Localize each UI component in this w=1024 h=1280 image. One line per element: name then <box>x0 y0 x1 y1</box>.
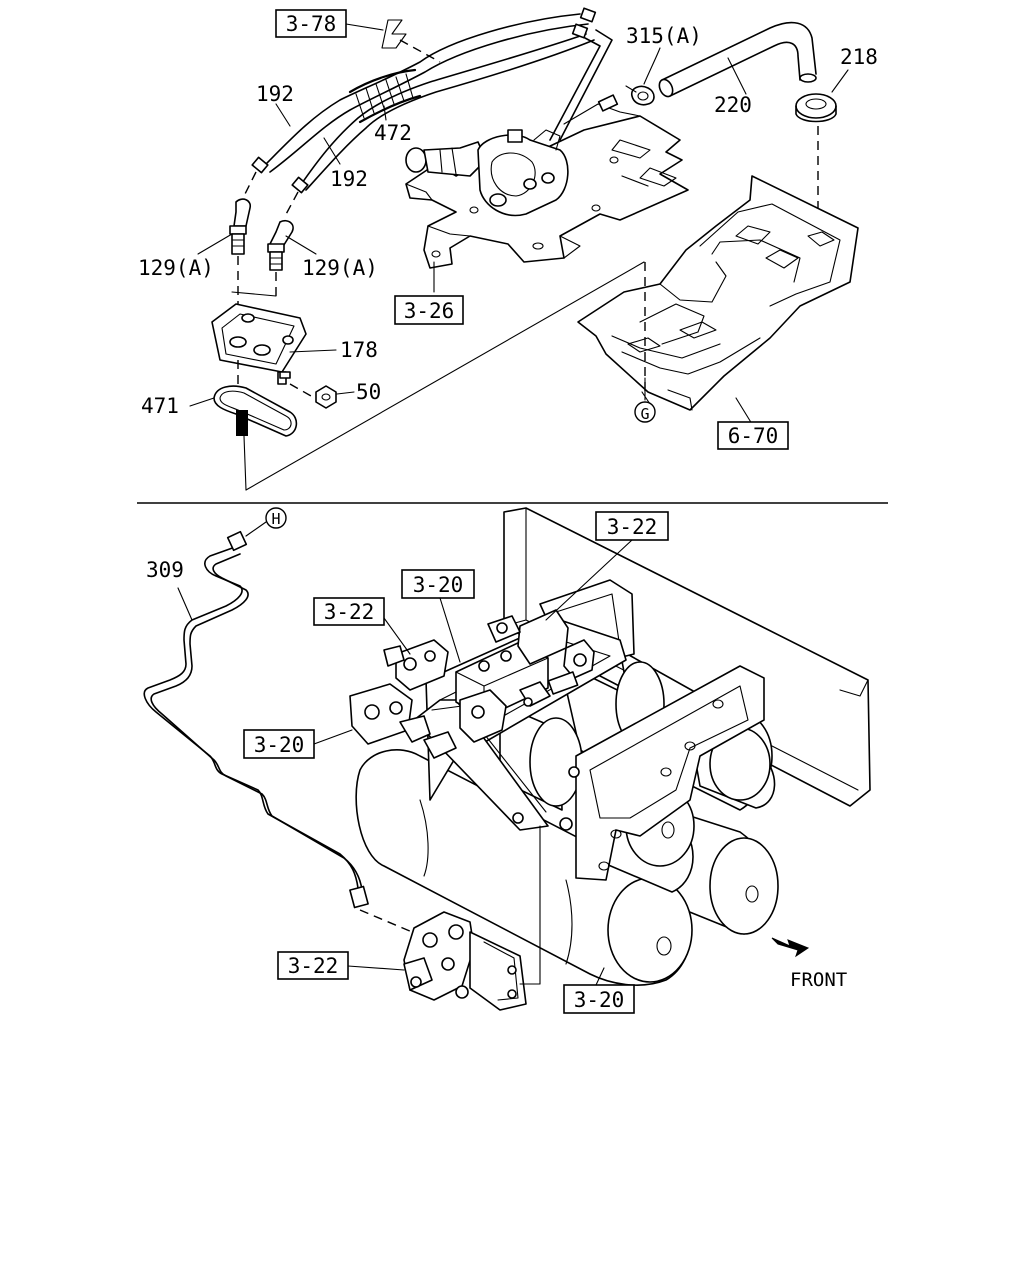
part-label-220: 220 <box>714 93 752 117</box>
part-label-218: 218 <box>840 45 878 69</box>
hose-clamp[interactable] <box>625 85 655 106</box>
ref-label-3-26: 3-26 <box>404 299 455 323</box>
air-tank-front-left[interactable] <box>355 749 693 986</box>
ref-label-3-22-bottom: 3-22 <box>288 954 339 978</box>
ref-label-3-20-left: 3-20 <box>254 733 305 757</box>
floor-cover-panel[interactable] <box>577 175 859 411</box>
part-label-129a-left: 129(A) <box>138 256 214 280</box>
part-label-192-upper: 192 <box>256 82 294 106</box>
elbow-fitting-left[interactable] <box>229 198 252 255</box>
part-label-129a-right: 129(A) <box>302 256 378 280</box>
ref-box-3-20-bottom[interactable]: 3-20 <box>563 984 635 1014</box>
part-label-315a: 315(A) <box>626 24 702 48</box>
marker-h: H <box>265 507 287 529</box>
ref-box-3-20-left[interactable]: 3-20 <box>243 729 315 759</box>
ref-label-3-22-left: 3-22 <box>324 600 375 624</box>
front-arrow-icon <box>771 937 810 958</box>
ref-box-3-22-left[interactable]: 3-22 <box>313 597 385 626</box>
elbow-fitting-right[interactable] <box>267 219 294 271</box>
ref-box-3-22-top[interactable]: 3-22 <box>595 511 669 541</box>
svg-text:H: H <box>271 510 280 528</box>
lower-assembly: H 3-22 3-20 3-22 3-20 3-22 <box>143 507 871 1014</box>
ref-label-3-78: 3-78 <box>286 12 337 36</box>
valve-cluster-left[interactable] <box>349 639 507 759</box>
relay-valve-bottom[interactable] <box>403 911 527 1011</box>
part-label-472: 472 <box>374 121 412 145</box>
nut-50[interactable] <box>289 383 337 409</box>
upper-assembly: 3-78 <box>138 7 878 491</box>
part-label-50: 50 <box>356 380 381 404</box>
ref-box-3-22-bottom[interactable]: 3-22 <box>277 951 349 980</box>
ref-box-3-20-top[interactable]: 3-20 <box>401 569 475 599</box>
part-label-192-lower: 192 <box>330 167 368 191</box>
vent-hose[interactable] <box>657 21 817 99</box>
grommet[interactable] <box>795 93 837 123</box>
pump-body[interactable] <box>405 129 569 217</box>
ref-label-3-22-top: 3-22 <box>607 515 658 539</box>
ref-box-6-70[interactable]: 6-70 <box>717 421 789 450</box>
ref-label-6-70: 6-70 <box>728 424 779 448</box>
ref-label-3-20-bottom: 3-20 <box>574 988 625 1012</box>
air-pipe-309[interactable] <box>143 530 369 909</box>
flange-plate[interactable] <box>211 303 307 385</box>
gasket[interactable] <box>213 385 298 437</box>
front-label: FRONT <box>790 969 847 991</box>
ref-box-3-78[interactable]: 3-78 <box>275 9 347 38</box>
part-label-309: 309 <box>146 558 184 582</box>
ref-label-3-20-top: 3-20 <box>413 573 464 597</box>
tank-bracket-right <box>575 665 765 881</box>
marker-g: G <box>634 401 656 423</box>
part-label-471: 471 <box>141 394 179 418</box>
svg-text:G: G <box>640 405 649 423</box>
ref-box-3-26[interactable]: 3-26 <box>394 295 464 325</box>
part-label-178: 178 <box>340 338 378 362</box>
corrugated-sleeve <box>348 68 422 124</box>
